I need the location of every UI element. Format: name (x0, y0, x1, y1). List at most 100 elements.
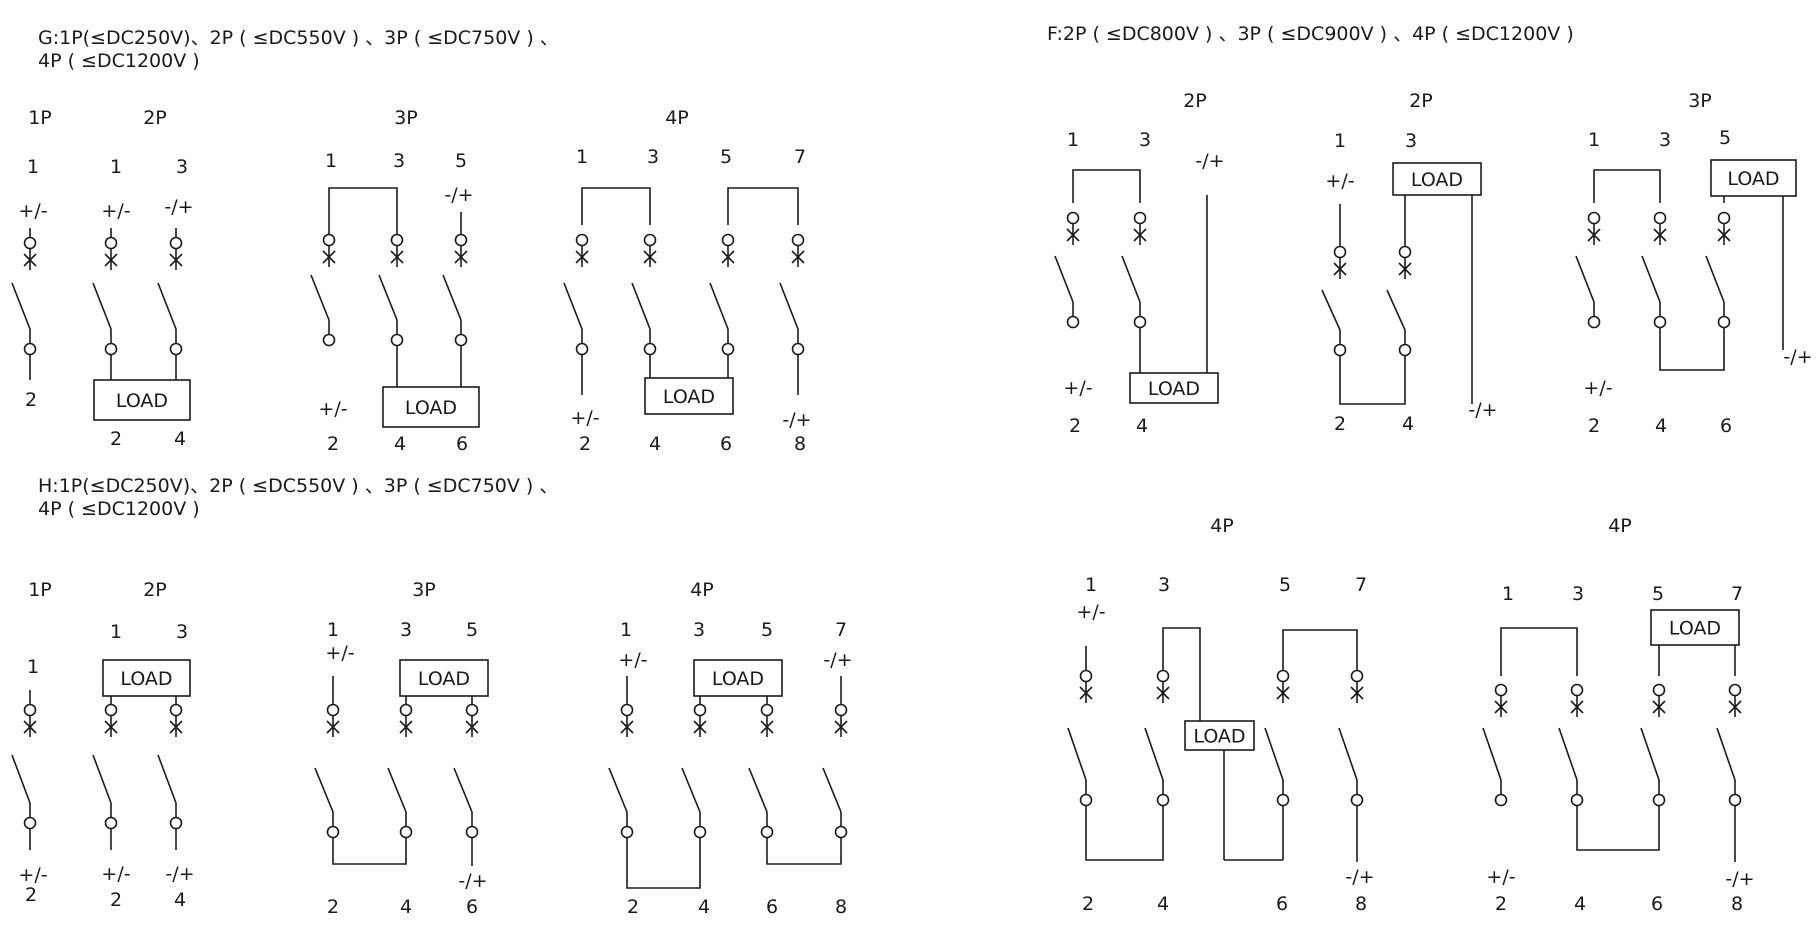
switch-contact (1121, 211, 1147, 373)
contact-x-mark (1728, 700, 1742, 714)
switch-blade (1705, 255, 1725, 303)
contact-bottom-circle (1570, 793, 1584, 807)
terminal-3-label: 3 (1659, 129, 1671, 151)
switch-contact (822, 676, 848, 839)
pole-count-label: 2P (143, 107, 167, 129)
terminal-1-label: 1 (576, 146, 588, 168)
switch-contact (709, 233, 735, 378)
terminal-5-label: 5 (1279, 574, 1291, 596)
terminal-2-label: 2 (1082, 893, 1094, 915)
switch-contact (442, 212, 468, 387)
pole-count-label: 3P (412, 579, 436, 601)
terminal-3-label: 3 (1572, 583, 1584, 605)
switch-contact (1575, 211, 1601, 329)
contact-top-circle (1079, 669, 1093, 683)
switch-blade (748, 767, 768, 813)
switch-blade (378, 274, 398, 321)
contact-top-circle (465, 703, 479, 717)
contact-bottom-circle (23, 816, 37, 830)
load-box: LOAD (1650, 609, 1740, 646)
bridge-wire (1072, 169, 1141, 203)
switch-contact (92, 703, 118, 850)
contact-top-circle (1350, 669, 1364, 683)
terminal-1-label: 1 (1588, 129, 1600, 151)
terminal-5-label: 5 (455, 150, 467, 172)
contact-x-mark (1079, 686, 1093, 700)
terminal-6-label: 6 (1720, 415, 1732, 437)
contact-top-circle (104, 703, 118, 717)
switch-contact (314, 676, 340, 839)
neg-pos-label: -/+ (1783, 346, 1812, 368)
switch-blade (779, 282, 799, 330)
switch-contact (1705, 211, 1731, 329)
contact-x-mark (465, 720, 479, 734)
contact-bottom-circle (104, 816, 118, 830)
contact-bottom-circle (1587, 315, 1601, 329)
terminal-5-label: 5 (720, 146, 732, 168)
contact-top-circle (1728, 683, 1742, 697)
terminal-2-label: 2 (25, 389, 37, 411)
load-box: LOAD (693, 659, 783, 697)
terminal-4-label: 4 (1574, 893, 1586, 915)
terminal-3-label: 3 (1139, 129, 1151, 151)
contact-x-mark (399, 720, 413, 734)
switch-contact (1482, 683, 1508, 807)
contact-top-circle (1398, 245, 1412, 259)
contact-x-mark (169, 720, 183, 734)
switch-blade (314, 767, 334, 813)
contact-top-circle (1066, 211, 1080, 225)
neg-pos-label: -/+ (1345, 866, 1374, 888)
section-h-header-line2: 4P ( ≤DC1200V ) (38, 498, 200, 520)
switch-blade (1575, 255, 1595, 303)
load-box-frame (693, 659, 783, 697)
contact-bottom-circle (465, 825, 479, 839)
neg-pos-label: -/+ (164, 196, 193, 218)
contact-bottom-circle (1494, 793, 1508, 807)
terminal-3-label: 3 (647, 146, 659, 168)
terminal-1-label: 1 (620, 619, 632, 641)
contact-bottom-circle (575, 342, 589, 356)
bridge-wire (1085, 806, 1164, 861)
terminal-6-label: 6 (720, 433, 732, 455)
terminal-4-label: 4 (1655, 415, 1667, 437)
pole-count-label: 1P (28, 579, 52, 601)
switch-contact (779, 233, 805, 395)
switch-blade (563, 282, 583, 330)
contact-bottom-circle (620, 825, 634, 839)
contact-top-circle (575, 233, 589, 247)
switch-blade (608, 767, 628, 813)
contact-bottom-circle (326, 825, 340, 839)
load-box-frame (382, 386, 480, 428)
switch-contact (608, 676, 634, 839)
terminal-4-label: 4 (698, 896, 710, 918)
contact-bottom-circle (693, 825, 707, 839)
switch-blade (709, 282, 729, 330)
contact-bottom-circle (1066, 315, 1080, 329)
switch-contact (11, 690, 37, 850)
switch-blade (1144, 727, 1164, 781)
contact-x-mark (1350, 686, 1364, 700)
contact-x-mark (643, 250, 657, 264)
contact-bottom-circle (1717, 315, 1731, 329)
terminal-3-label: 3 (693, 619, 705, 641)
pos-neg-label: +/- (618, 649, 647, 671)
contact-top-circle (760, 703, 774, 717)
load-box: LOAD (1129, 372, 1219, 404)
pole-count-label: 4P (665, 107, 689, 129)
switch-blade (1482, 727, 1502, 781)
contact-top-circle (23, 703, 37, 717)
pos-neg-label: +/- (1486, 866, 1515, 888)
switch-blade (1641, 255, 1661, 303)
contact-x-mark (1398, 262, 1412, 276)
load-box: LOAD (399, 659, 489, 697)
switch-blade (1338, 727, 1358, 781)
contact-top-circle (399, 703, 413, 717)
load-box-frame (644, 377, 734, 415)
pos-neg-label: +/- (325, 642, 354, 664)
terminal-4-label: 4 (1402, 413, 1414, 435)
contact-bottom-circle (104, 342, 118, 356)
section-h-header-line1: H:1P(≤DC250V)、2P ( ≤DC550V ) 、3P ( ≤DC75… (38, 475, 559, 497)
switch-contact (92, 228, 118, 380)
switch-contact (378, 225, 404, 387)
pos-neg-label: +/- (1583, 377, 1612, 399)
